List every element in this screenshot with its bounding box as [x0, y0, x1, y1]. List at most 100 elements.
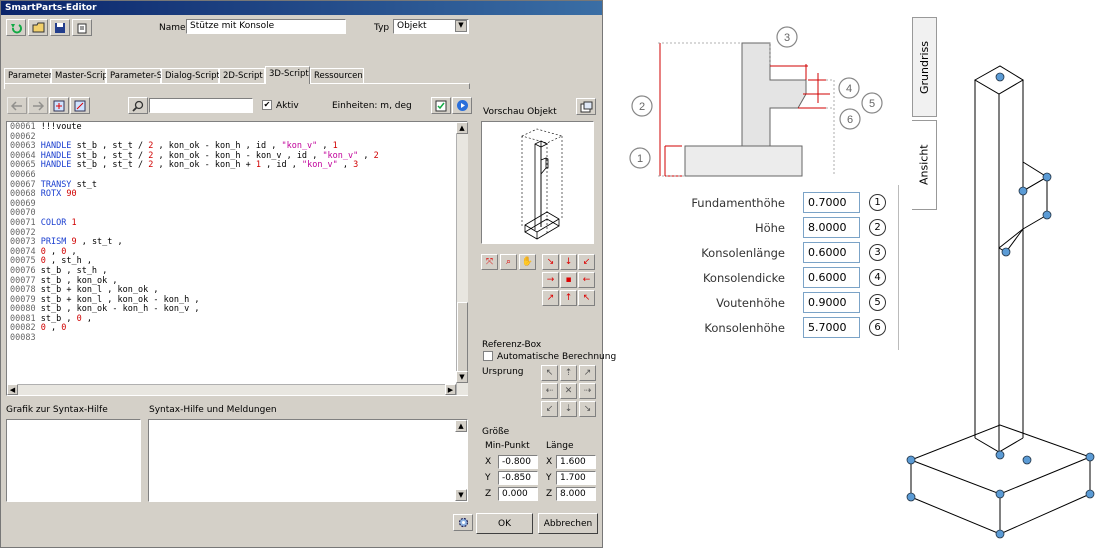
- param-value-input[interactable]: 0.6000: [803, 242, 860, 263]
- zoom-fit-icon[interactable]: ⤧: [481, 254, 498, 270]
- view-center-icon[interactable]: ▪: [560, 272, 577, 288]
- diagram-marker-label: 6: [847, 114, 853, 126]
- aktiv-checkbox[interactable]: ✔: [262, 100, 272, 110]
- type-select[interactable]: Objekt ▼: [393, 19, 469, 34]
- function-icon[interactable]: [70, 97, 90, 114]
- handle-point[interactable]: [1042, 210, 1052, 220]
- view-sw-icon[interactable]: ↘: [542, 254, 559, 270]
- size-min-input[interactable]: -0.850: [498, 471, 538, 485]
- tab-2d-script[interactable]: 2D-Script: [219, 68, 265, 83]
- check-syntax-icon[interactable]: [431, 97, 451, 114]
- code-line: 00083: [10, 333, 464, 344]
- handle-point[interactable]: [1085, 452, 1095, 462]
- view-s-icon[interactable]: ↓: [560, 254, 577, 270]
- origin-0-icon[interactable]: ↖: [541, 365, 558, 381]
- ok-button[interactable]: OK: [476, 513, 533, 534]
- forward-arrow-icon[interactable]: [28, 97, 48, 114]
- code-line: 00077 st_b , kon_ok ,: [10, 275, 464, 287]
- code-line: 00074 0 , 0 ,: [10, 247, 464, 258]
- size-length-input[interactable]: 8.000: [556, 487, 596, 501]
- open-icon[interactable]: [28, 19, 48, 36]
- tab-dialog-script[interactable]: Dialog-Script: [161, 68, 220, 83]
- tab-3d-script[interactable]: 3D-Script: [265, 66, 310, 84]
- undo-icon[interactable]: [6, 19, 26, 36]
- view-w-icon[interactable]: →: [542, 272, 559, 288]
- line-number: 00073: [10, 237, 41, 248]
- scroll-down-icon[interactable]: ▼: [456, 371, 468, 383]
- handle-point[interactable]: [906, 492, 916, 502]
- handle-point[interactable]: [1022, 455, 1032, 465]
- handle-point[interactable]: [995, 529, 1005, 539]
- cancel-button[interactable]: Abbrechen: [538, 513, 598, 534]
- refresh-preview-icon[interactable]: [576, 98, 596, 115]
- handle-point[interactable]: [1018, 186, 1028, 196]
- origin-8-icon[interactable]: ↘: [579, 401, 596, 417]
- handle-point[interactable]: [1042, 172, 1052, 182]
- view-nw-icon[interactable]: ↗: [542, 290, 559, 306]
- origin-2-icon[interactable]: ↗: [579, 365, 596, 381]
- handle-point[interactable]: [995, 450, 1005, 460]
- back-arrow-icon[interactable]: [7, 97, 27, 114]
- help-scroll-down-icon[interactable]: ▼: [455, 489, 467, 501]
- param-value-input[interactable]: 5.7000: [803, 317, 860, 338]
- line-number: 00063: [10, 141, 41, 152]
- handle-point[interactable]: [1085, 489, 1095, 499]
- line-number: 00077: [10, 275, 41, 286]
- chevron-down-icon[interactable]: ▼: [455, 20, 467, 32]
- save-icon[interactable]: [50, 19, 70, 36]
- line-number: 00072: [10, 227, 36, 238]
- tab-ressourcen[interactable]: Ressourcen: [310, 68, 364, 83]
- tab-master-script[interactable]: Master-Script: [51, 68, 111, 83]
- origin-6-icon[interactable]: ↙: [541, 401, 558, 417]
- param-value-input[interactable]: 8.0000: [803, 217, 860, 238]
- origin-1-icon[interactable]: ⇡: [560, 365, 577, 381]
- size-length-input[interactable]: 1.600: [556, 455, 596, 469]
- scroll-up-icon[interactable]: ▲: [456, 122, 468, 134]
- help-scroll-up-icon[interactable]: ▲: [455, 420, 467, 432]
- code-line: 00082 0 , 0: [10, 324, 464, 334]
- view-n-icon[interactable]: ↑: [560, 290, 577, 306]
- name-input[interactable]: Stütze mit Konsole: [186, 19, 346, 34]
- dimension-lines: [659, 43, 830, 177]
- size-length-input[interactable]: 1.700: [556, 471, 596, 485]
- scroll-left-icon[interactable]: ◀: [7, 384, 18, 395]
- param-value-input[interactable]: 0.7000: [803, 192, 860, 213]
- view-ne-icon[interactable]: ↖: [578, 290, 595, 306]
- export-icon[interactable]: [72, 19, 92, 36]
- syntax-help-label: Syntax-Hilfe und Meldungen: [149, 405, 277, 415]
- param-value-input[interactable]: 0.9000: [803, 292, 860, 313]
- scroll-right-icon[interactable]: ▶: [445, 384, 456, 395]
- size-min-input[interactable]: 0.000: [498, 487, 538, 501]
- line-number: 00080: [10, 304, 41, 315]
- settings-gear-icon[interactable]: [453, 514, 473, 531]
- view-e-icon[interactable]: ←: [578, 272, 595, 288]
- editor-horizontal-scrollbar[interactable]: ◀ ▶: [7, 384, 456, 395]
- view-se-icon[interactable]: ↙: [578, 254, 595, 270]
- size-min-input[interactable]: -0.800: [498, 455, 538, 469]
- code-line: 00079 st_b + kon_l , kon_ok - kon_h ,: [10, 295, 464, 306]
- handle-point[interactable]: [995, 489, 1005, 499]
- handle-point[interactable]: [906, 455, 916, 465]
- tab-parameter[interactable]: Parameter: [4, 68, 52, 83]
- origin-4-icon[interactable]: ✕: [560, 383, 577, 399]
- insert-icon[interactable]: [49, 97, 69, 114]
- tab-parameter-script[interactable]: Parameter-Script: [106, 68, 181, 83]
- origin-5-icon[interactable]: ⇢: [579, 383, 596, 399]
- pan-icon[interactable]: ✋: [519, 254, 536, 270]
- handle-point[interactable]: [1001, 247, 1011, 257]
- origin-7-icon[interactable]: ⇣: [560, 401, 577, 417]
- handle-points: [906, 72, 1095, 539]
- scroll-thumb[interactable]: [457, 302, 468, 372]
- origin-3-icon[interactable]: ⇠: [541, 383, 558, 399]
- param-value-input[interactable]: 0.6000: [803, 267, 860, 288]
- run-icon[interactable]: [452, 97, 472, 114]
- search-input[interactable]: [149, 98, 253, 113]
- code-line: 00081 st_b , 0 ,: [10, 314, 464, 325]
- line-number: 00064: [10, 150, 41, 161]
- handle-point[interactable]: [995, 72, 1005, 82]
- auto-calc-checkbox[interactable]: [483, 351, 493, 361]
- editor-vertical-scrollbar[interactable]: ▲ ▼: [456, 122, 468, 395]
- zoom-icon[interactable]: ⌕: [500, 254, 517, 270]
- search-icon[interactable]: [128, 97, 148, 114]
